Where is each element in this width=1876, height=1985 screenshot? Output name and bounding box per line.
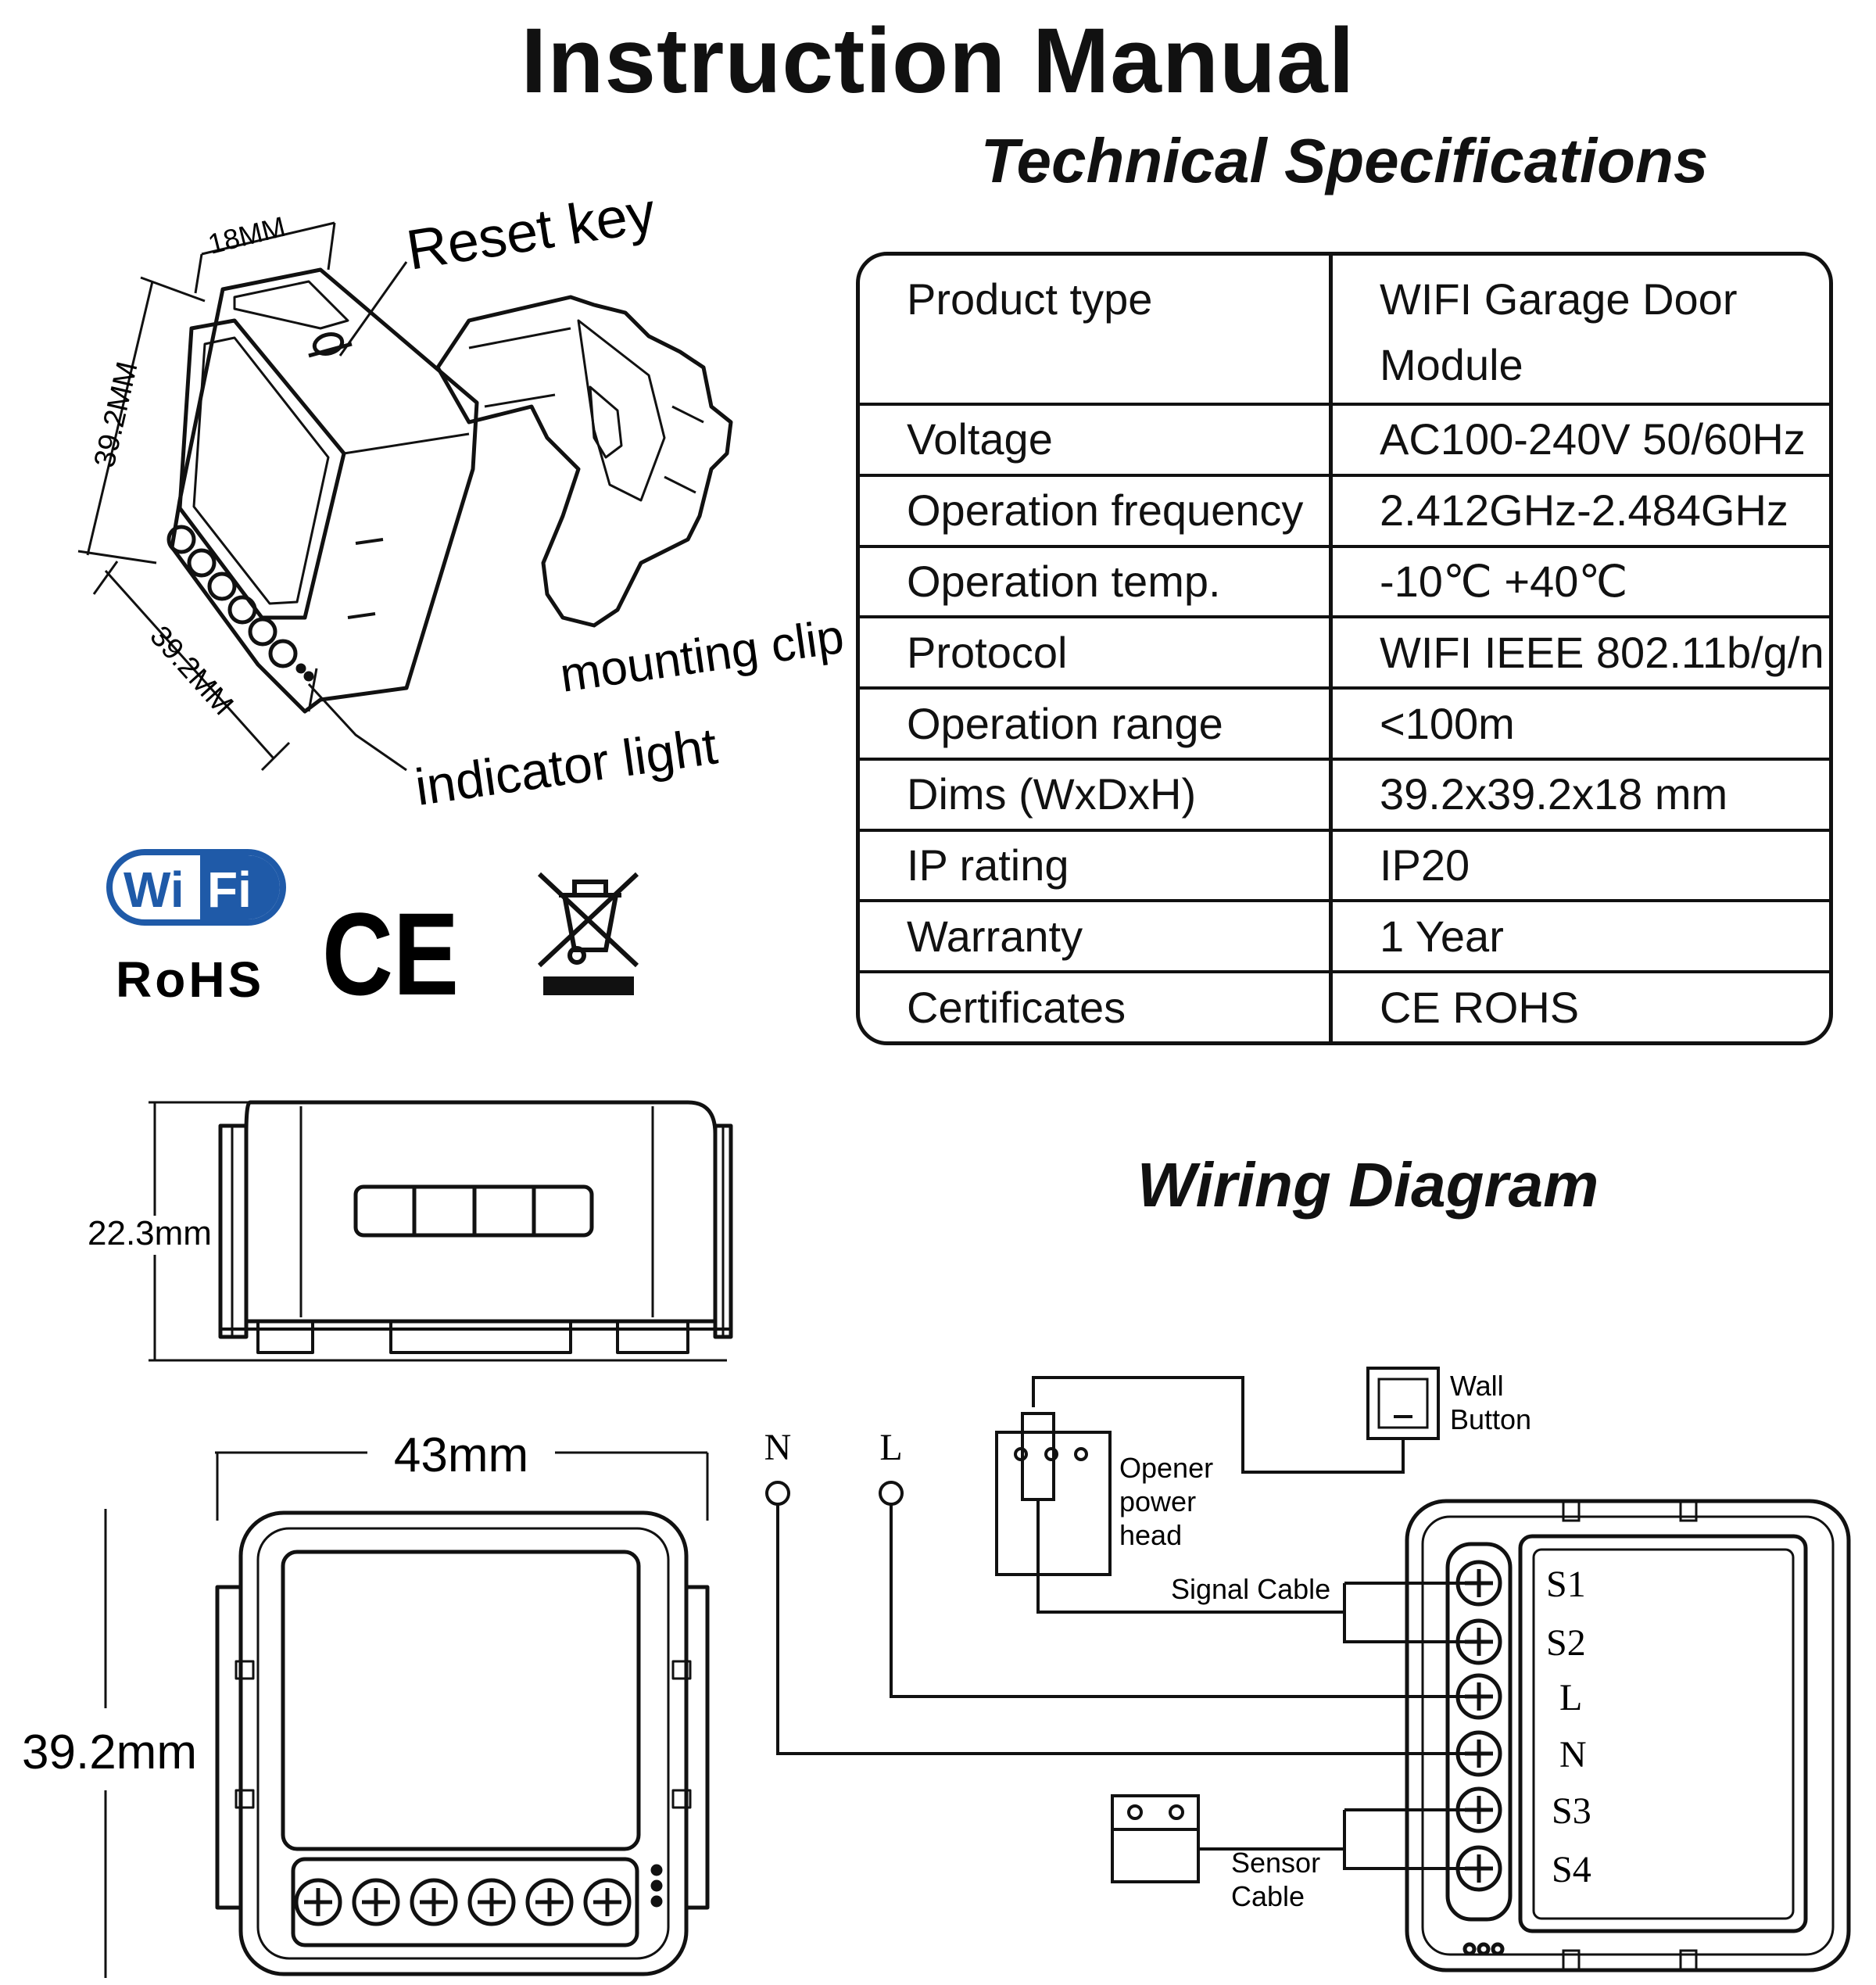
weee-bin-icon bbox=[537, 872, 639, 995]
spec-label: Operation temp. bbox=[860, 546, 1333, 619]
front-view-height-label: 39.2mm bbox=[22, 1725, 197, 1779]
spec-value: 1 Year bbox=[1330, 901, 1829, 974]
spec-row-protocol: Protocol WIFI IEEE 802.11b/g/n bbox=[860, 617, 1829, 690]
opener-label-1: Opener bbox=[1119, 1452, 1213, 1484]
wall-button-label-1: Wall bbox=[1450, 1370, 1504, 1402]
dim-left-label: 39.2MM bbox=[88, 359, 145, 471]
spec-value: -10℃ +40℃ bbox=[1330, 546, 1829, 619]
indicator-light-label: indicator light bbox=[412, 716, 721, 815]
spec-row-frequency: Operation frequency 2.412GHz-2.484GHz bbox=[860, 475, 1829, 548]
spec-value: WIFI Garage Door Module bbox=[1330, 256, 1829, 406]
spec-label: Dims (WxDxH) bbox=[860, 758, 1333, 832]
spec-value: IP20 bbox=[1330, 829, 1829, 903]
spec-row-temperature: Operation temp. -10℃ +40℃ bbox=[860, 546, 1829, 619]
spec-value: 39.2x39.2x18 mm bbox=[1330, 758, 1829, 832]
spec-row-voltage: Voltage AC100-240V 50/60Hz bbox=[860, 404, 1829, 477]
ce-mark-icon: CE bbox=[322, 888, 459, 1019]
side-view-drawing bbox=[149, 1100, 733, 1362]
spec-value: WIFI IEEE 802.11b/g/n bbox=[1330, 617, 1829, 690]
spec-label: IP rating bbox=[860, 829, 1333, 903]
spec-label: Voltage bbox=[860, 404, 1333, 477]
terminal-label-s1: S1 bbox=[1546, 1564, 1586, 1605]
rohs-logo: RoHS bbox=[116, 951, 264, 1008]
reset-key-label: Reset key bbox=[403, 181, 660, 282]
supply-n-label: N bbox=[764, 1427, 792, 1468]
supply-l-label: L bbox=[879, 1427, 902, 1468]
sensor-cable-label-1: Sensor bbox=[1231, 1847, 1320, 1879]
wifi-logo-left: Wi bbox=[124, 862, 184, 918]
spec-value: CE ROHS bbox=[1380, 982, 1580, 1032]
page-title: Instruction Manual bbox=[521, 9, 1355, 113]
terminal-label-s2: S2 bbox=[1546, 1622, 1586, 1664]
wall-button-label-2: Button bbox=[1450, 1403, 1531, 1435]
specifications-heading: Technical Specifications bbox=[980, 126, 1709, 195]
sensor-cable-label-2: Cable bbox=[1231, 1880, 1305, 1912]
spec-label: Warranty bbox=[860, 901, 1333, 974]
spec-row-certificates: Certificates CE ROHS bbox=[860, 972, 1829, 1041]
opener-label-3: head bbox=[1119, 1519, 1182, 1551]
spec-label: Certificates bbox=[860, 972, 1333, 1041]
spec-row-product-type: Product type WIFI Garage Door Module bbox=[860, 256, 1829, 406]
specifications-table: Product type WIFI Garage Door Module Vol… bbox=[856, 252, 1833, 1045]
side-view-height-label: 22.3mm bbox=[88, 1214, 212, 1252]
wiring-screw-terminals bbox=[1455, 1560, 1505, 1956]
wifi-logo-right: Fi bbox=[207, 862, 252, 918]
spec-row-ip: IP rating IP20 bbox=[860, 829, 1829, 903]
ce-mark-text: CE bbox=[322, 888, 459, 1019]
signal-cable-label: Signal Cable bbox=[1171, 1573, 1330, 1605]
spec-label: Operation range bbox=[860, 688, 1333, 761]
wiring-lines bbox=[765, 1367, 1851, 1972]
spec-row-range: Operation range <100m bbox=[860, 688, 1829, 761]
spec-row-warranty: Warranty 1 Year bbox=[860, 901, 1829, 974]
spec-value: 2.412GHz-2.484GHz bbox=[1330, 475, 1829, 548]
terminal-label-s4: S4 bbox=[1552, 1849, 1591, 1890]
front-view-drawing bbox=[104, 1451, 710, 1978]
dim-top-label: 18MM bbox=[205, 210, 288, 260]
front-view-width-label: 43mm bbox=[394, 1428, 528, 1482]
wiring-heading: Wiring Diagram bbox=[1137, 1150, 1599, 1220]
spec-label: Operation frequency bbox=[860, 475, 1333, 548]
front-view-screw-terminals bbox=[294, 1878, 632, 1926]
wifi-logo: Wi Fi bbox=[106, 849, 286, 926]
spec-value: AC100-240V 50/60Hz bbox=[1330, 404, 1829, 477]
spec-value: <100m bbox=[1330, 688, 1829, 761]
isometric-device-drawing bbox=[77, 221, 733, 772]
terminal-label-l: L bbox=[1559, 1677, 1582, 1718]
opener-label-2: power bbox=[1119, 1485, 1196, 1517]
terminal-label-s3: S3 bbox=[1552, 1790, 1591, 1832]
spec-label: Product type bbox=[860, 256, 1333, 406]
dim-bottom-label: 39.2MM bbox=[143, 620, 239, 722]
spec-row-dims: Dims (WxDxH) 39.2x39.2x18 mm bbox=[860, 758, 1829, 832]
terminal-label-n: N bbox=[1559, 1734, 1587, 1775]
spec-label: Protocol bbox=[860, 617, 1333, 690]
